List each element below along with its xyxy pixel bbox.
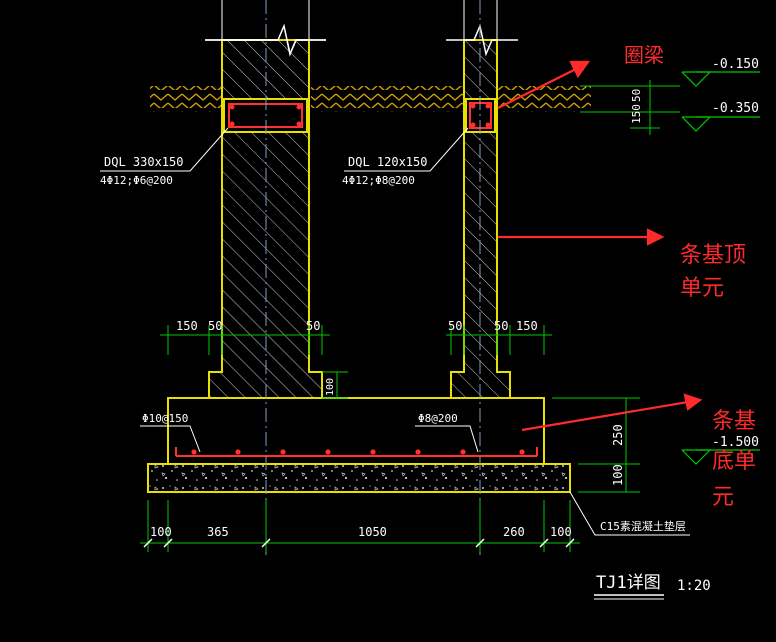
strip-bottom-label-line1: 条基 <box>712 409 756 434</box>
right-break-symbol <box>446 23 518 57</box>
dim-step-left-wall: 50 <box>306 319 320 333</box>
strip-bottom-label-line3: 元 <box>712 485 734 510</box>
elevation-bottom: -1.500 <box>712 435 759 450</box>
bottom-dim-3: 1050 <box>358 525 387 539</box>
extension-lines <box>221 0 498 40</box>
elevation-top: -0.150 <box>712 57 759 72</box>
beam-right-rebar: 4Φ12;Φ8@200 <box>342 174 415 187</box>
beam-left-name: DQL 330x150 <box>104 155 183 169</box>
bottom-dim-4: 260 <box>503 525 525 539</box>
dim-footing-height: 250 <box>611 424 625 446</box>
cushion-label: C15素混凝土垫层 <box>600 519 686 533</box>
strip-footing <box>167 397 545 465</box>
bottom-dim-5: 100 <box>550 525 572 539</box>
ring-beam-bars <box>229 103 491 128</box>
ring-beam-label: 圈梁 <box>624 43 664 67</box>
footing-distribution-bars <box>191 449 525 455</box>
dim-step-left-inner: 50 <box>208 319 222 333</box>
right-dimension-lines <box>552 80 680 493</box>
annotation-arrows <box>497 60 703 432</box>
dim-step-right-wall: 50 <box>448 319 462 333</box>
dim-beam-height: 150 <box>630 104 643 124</box>
soil-hatch-middle <box>311 86 464 112</box>
beam-left-rebar: 4Φ12;Φ6@200 <box>100 174 173 187</box>
dim-step-right-outer: 150 <box>516 319 538 333</box>
concrete-cushion <box>147 463 571 493</box>
dim-step-height: 100 <box>325 378 336 396</box>
dim-beam-depth: 50 <box>630 89 643 102</box>
strip-top-label-line2: 单元 <box>680 276 724 301</box>
leader-lines <box>100 127 690 536</box>
step-dimension-lines <box>160 325 552 399</box>
strip-top-label-line1: 条基顶 <box>680 243 746 268</box>
soil-hatch-right <box>497 86 591 112</box>
detail-scale: 1:20 <box>677 578 711 594</box>
rebar-left-label: Φ10@150 <box>142 412 188 425</box>
elevation-mid: -0.350 <box>712 101 759 116</box>
soil-hatch-left <box>150 86 222 112</box>
left-break-line <box>205 23 326 57</box>
axis-lines <box>265 0 481 555</box>
beam-right-name: DQL 120x150 <box>348 155 427 169</box>
dimension-ticks <box>143 538 575 548</box>
elevation-marks <box>681 71 760 465</box>
dim-cushion-height: 100 <box>611 464 625 486</box>
bottom-dim-2: 365 <box>207 525 229 539</box>
dim-step-right-inner: 50 <box>494 319 508 333</box>
strip-bottom-label-line2: 底单 <box>712 449 756 474</box>
rebar-right-label: Φ8@200 <box>418 412 458 425</box>
bottom-dim-1: 100 <box>150 525 172 539</box>
detail-title: TJ1详图 <box>596 573 661 593</box>
dim-step-left-outer: 150 <box>176 319 198 333</box>
